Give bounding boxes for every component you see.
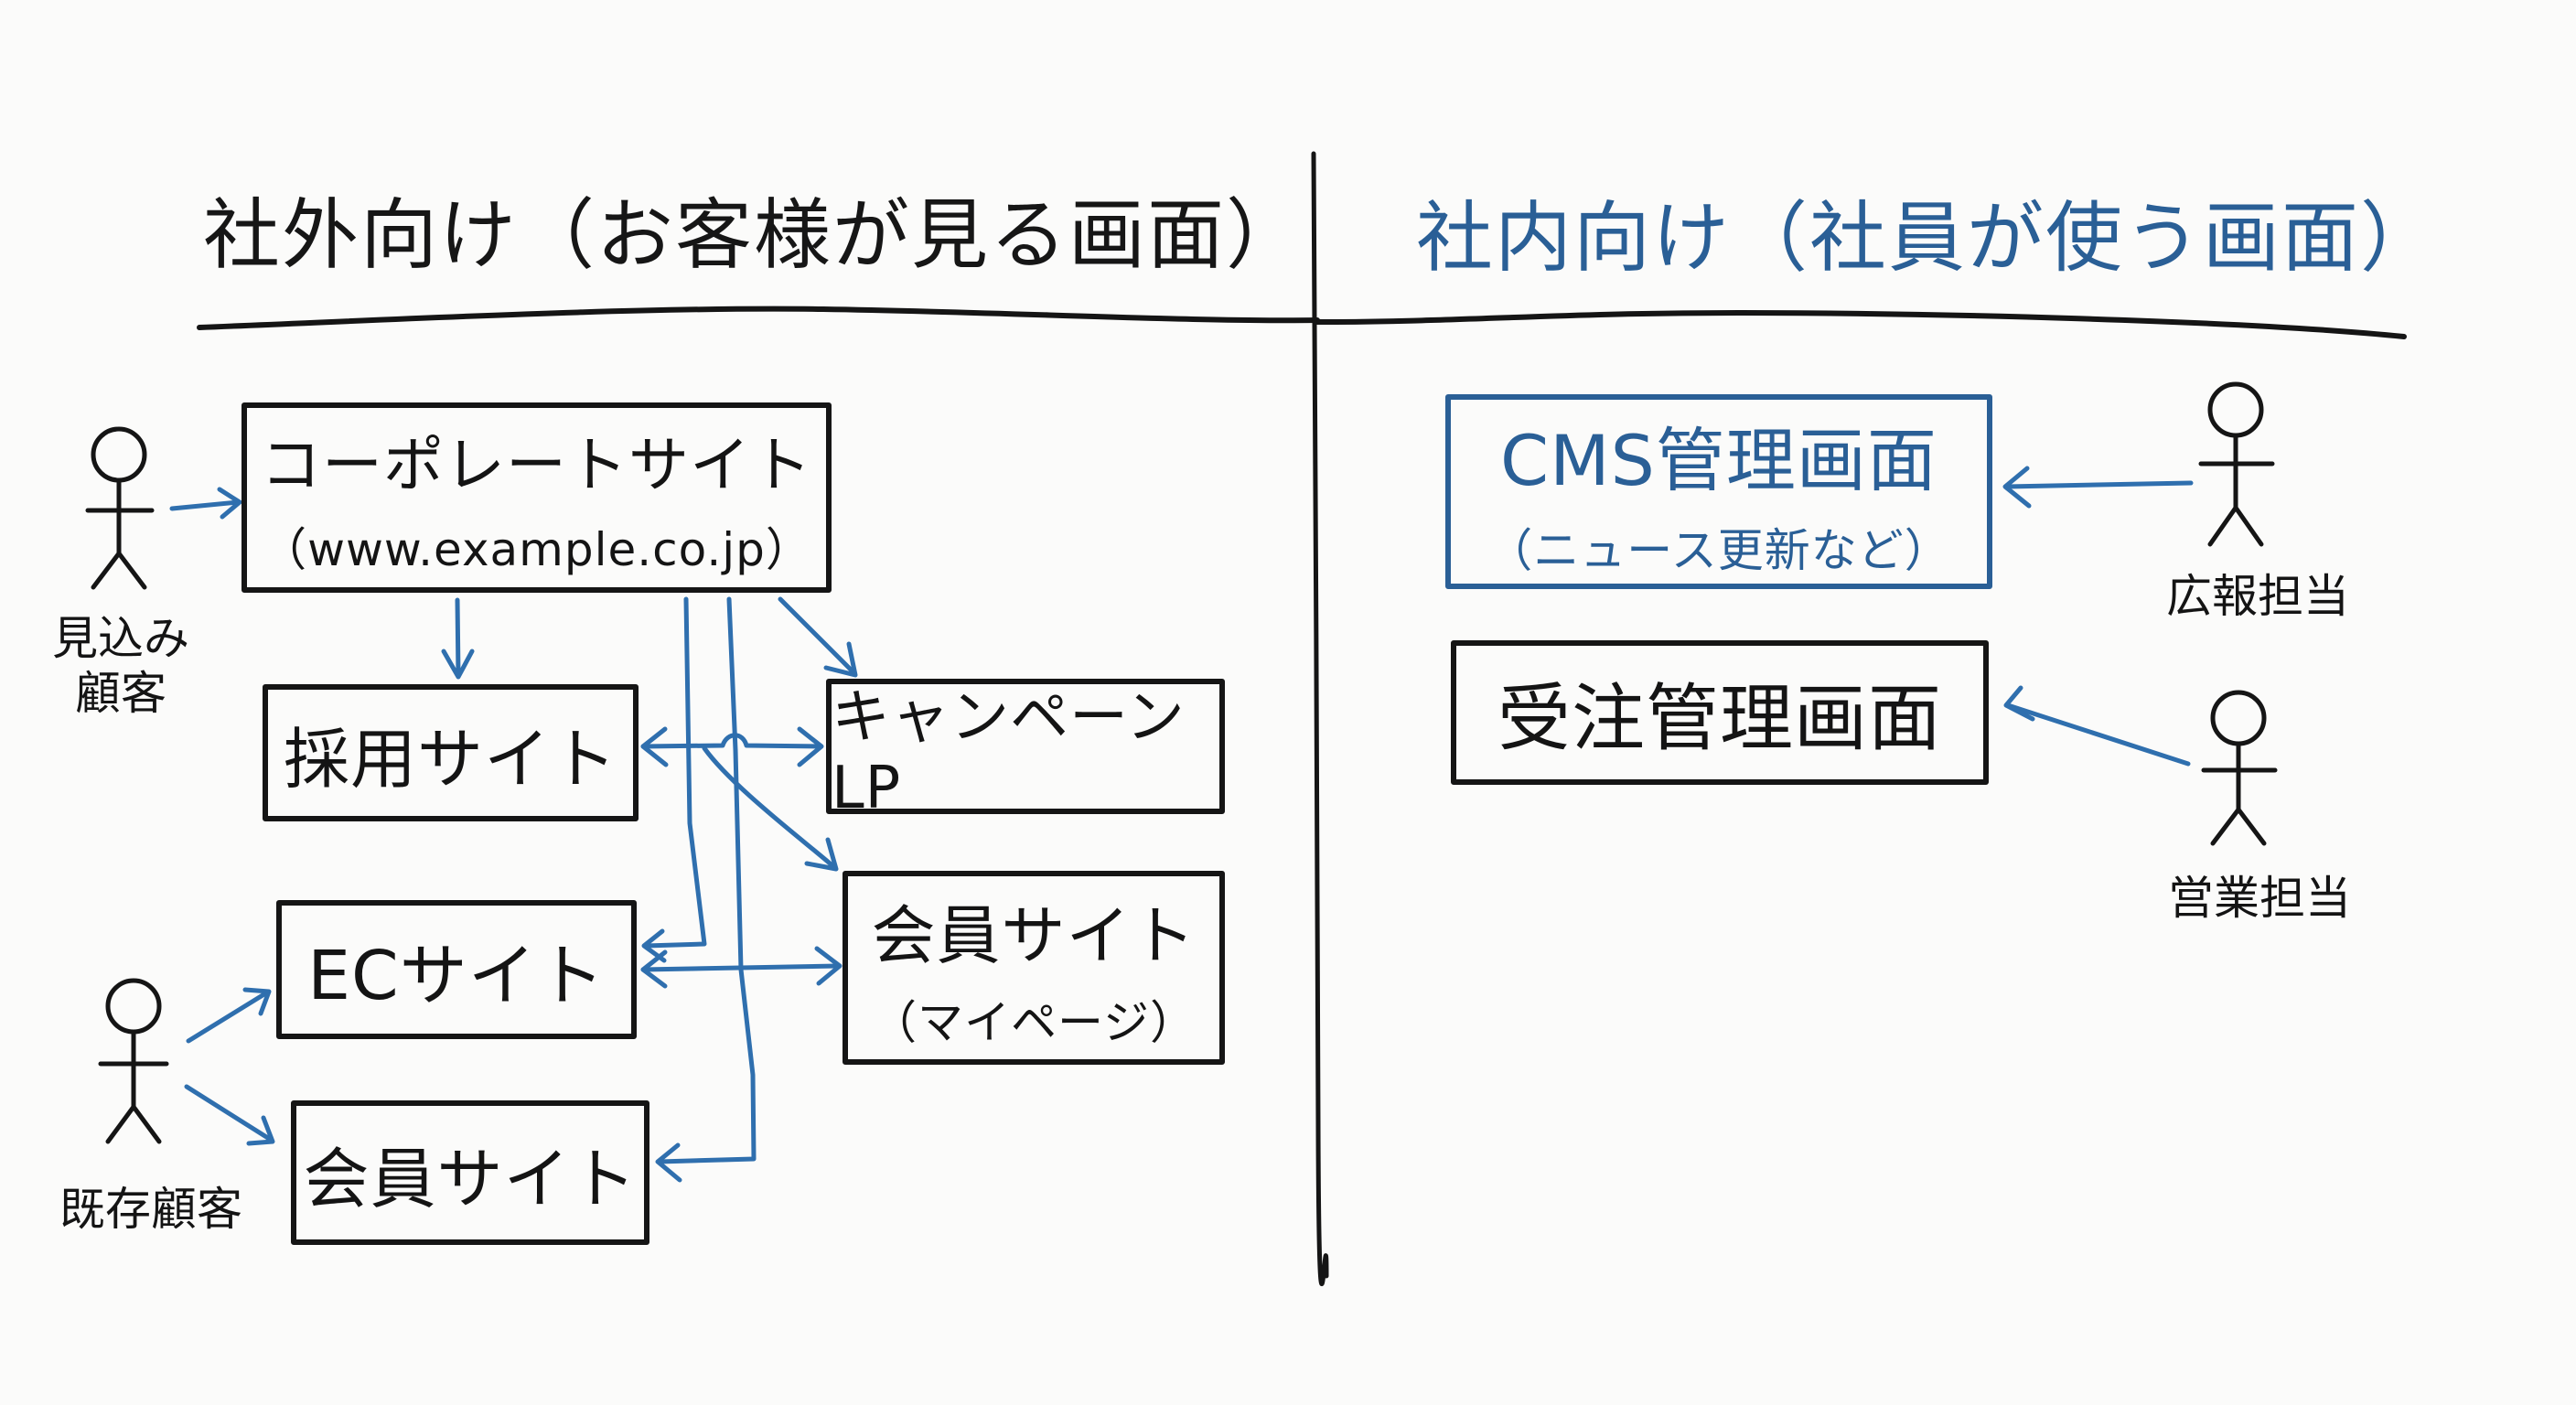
box-corporate-site[interactable]: コーポレートサイト （www.example.co.jp） — [242, 402, 832, 593]
box-title: CMS管理画面 — [1500, 419, 1937, 501]
arrow-ec-member-mypage-bidirectional — [640, 946, 843, 989]
arrow-corporate-to-recruit — [441, 597, 475, 680]
stick-figure-pr-icon — [2198, 381, 2275, 547]
actor-label-existing: 既存顧客 — [59, 1183, 242, 1236]
box-title: 採用サイト — [283, 720, 617, 798]
box-cms-admin[interactable]: CMS管理画面 （ニュース更新など） — [1445, 394, 1992, 589]
arrow-sales-to-orders — [2003, 685, 2191, 767]
actor-label-line: 見込み — [52, 612, 189, 665]
section-title-external: 社外向け（お客様が見る画面） — [203, 190, 1305, 280]
arrow-existing-to-ec — [186, 987, 272, 1044]
arrow-existing-to-member — [184, 1084, 275, 1146]
arrow-pr-to-cms — [2002, 466, 2194, 509]
actor-label-sales: 営業担当 — [2168, 872, 2351, 925]
box-title: コーポレートサイト — [261, 430, 812, 500]
box-title: 受注管理画面 — [1497, 676, 1942, 761]
arrow-recruit-campaign-bidirectional — [640, 726, 824, 767]
stick-figure-prospect-icon — [85, 426, 155, 590]
stick-figure-sales-icon — [2201, 690, 2278, 846]
box-member-site[interactable]: 会員サイト — [291, 1100, 649, 1245]
box-title: キャンペーンLP — [832, 684, 1186, 822]
box-campaign-lp[interactable]: キャンペーンLP — [826, 679, 1225, 822]
box-title: 会員サイト — [303, 1140, 638, 1217]
stick-figure-existing-icon — [98, 978, 169, 1144]
actor-label-pr: 広報担当 — [2166, 570, 2349, 623]
box-subtitle: （www.example.co.jp） — [261, 523, 812, 576]
arrow-recruit-to-member-mypage — [702, 745, 839, 872]
box-recruit-site[interactable]: 採用サイト — [263, 684, 639, 821]
box-subtitle: （マイページ） — [871, 995, 1197, 1049]
box-title: ECサイト — [307, 936, 606, 1015]
box-title: 会員サイト — [871, 897, 1197, 973]
box-order-admin[interactable]: 受注管理画面 — [1451, 640, 1989, 785]
actor-label-line: 顧客 — [75, 667, 166, 720]
arrow-corporate-to-campaign — [778, 596, 858, 678]
box-member-mypage[interactable]: 会員サイト （マイページ） — [843, 871, 1225, 1065]
section-divider — [1311, 151, 1329, 1286]
title-underline-internal — [1315, 310, 2407, 339]
arrow-corporate-to-member — [655, 596, 757, 1183]
section-title-internal: 社内向け（社員が使う画面） — [1416, 193, 2440, 283]
title-underline-external — [197, 306, 1320, 330]
actor-figures — [85, 381, 2278, 1144]
arrow-corporate-to-ec — [641, 596, 707, 963]
actor-label-prospect: 見込み 顧客 — [38, 611, 203, 721]
box-ec-site[interactable]: ECサイト — [276, 900, 637, 1039]
box-subtitle: （ニュース更新など） — [1487, 523, 1951, 577]
arrow-prospect-to-corporate — [169, 487, 242, 520]
